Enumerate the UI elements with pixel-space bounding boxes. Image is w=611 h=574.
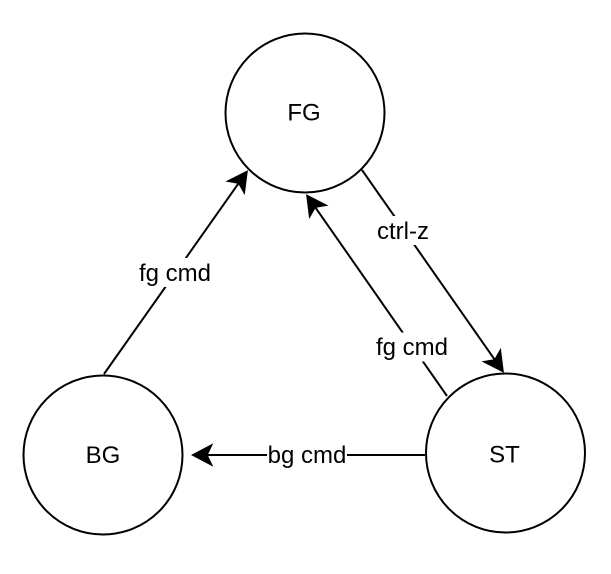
svg-text:fg cmd: fg cmd: [139, 260, 211, 287]
svg-text:fg cmd: fg cmd: [376, 334, 448, 361]
svg-text:BG: BG: [86, 442, 121, 469]
svg-text:FG: FG: [287, 100, 320, 127]
svg-text:bg cmd: bg cmd: [268, 442, 347, 469]
svg-text:ST: ST: [489, 442, 520, 469]
svg-text:ctrl-z: ctrl-z: [377, 218, 429, 245]
